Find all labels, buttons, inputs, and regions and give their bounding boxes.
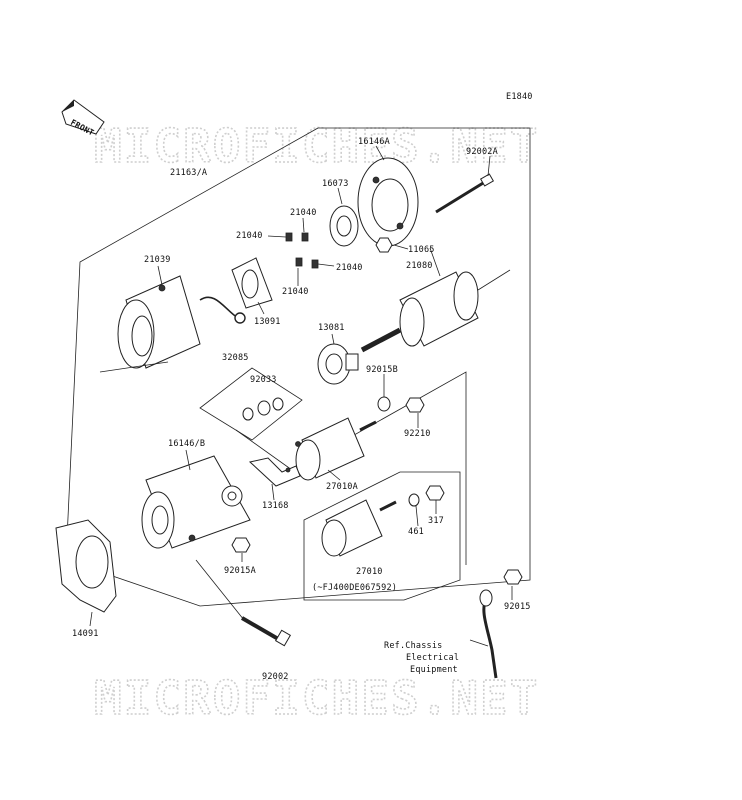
watermark-top: MICROFICHES.NET: [94, 119, 539, 173]
label-serial-range: (~FJ400DE067592): [312, 583, 397, 593]
lever-part: [248, 457, 301, 487]
label-21040-b: 21040: [236, 231, 263, 241]
label-11065: 11065: [408, 245, 435, 255]
label-13091: 13091: [254, 317, 281, 327]
diagram-code: E1840: [506, 92, 533, 102]
label-16073: 16073: [322, 179, 349, 189]
cable-part: [479, 589, 498, 679]
label-317: 317: [428, 516, 444, 526]
brush-plate-part: [329, 205, 359, 247]
label-21040-a: 21040: [290, 208, 317, 218]
brush-holder-part: [231, 257, 273, 309]
nut-part-92015a: [231, 537, 251, 553]
armature-part: [360, 269, 511, 353]
through-bolt-part: [435, 173, 495, 214]
watermark-bottom: MICROFICHES.NET: [94, 671, 539, 725]
pinion-part: [317, 343, 359, 385]
washer-kit-box: [199, 367, 303, 441]
bolt-part-92002: [240, 616, 292, 647]
gasket-plate-part: [55, 519, 117, 613]
washer-part-1: [257, 400, 271, 416]
label-92015: 92015: [504, 602, 531, 612]
label-14091: 14091: [72, 629, 99, 639]
ref-note-line-2: Electrical: [406, 653, 459, 663]
label-92210: 92210: [404, 429, 431, 439]
washer-part-3: [242, 407, 254, 421]
label-461: 461: [408, 527, 424, 537]
nut-part-92015b: [377, 396, 391, 412]
leader-lines: [89, 145, 513, 647]
label-16146a: 16146A: [358, 137, 390, 147]
brush-part-3: [295, 257, 303, 267]
assembly-boundary: [65, 127, 531, 607]
washer-part-2: [272, 397, 284, 411]
label-21040-c: 21040: [336, 263, 363, 273]
washer-part-461: [408, 493, 420, 507]
label-92002: 92002: [262, 672, 289, 682]
solenoid-part: [321, 499, 397, 557]
label-21080: 21080: [406, 261, 433, 271]
solenoid-a-part: [295, 417, 377, 481]
label-13168: 13168: [262, 501, 289, 511]
front-housing-part: [141, 455, 251, 549]
label-92015a: 92015A: [224, 566, 256, 576]
front-arrow-icon: FRONT: [61, 99, 105, 138]
label-92033: 92033: [250, 375, 277, 385]
rear-cover-part: [357, 157, 419, 247]
label-21040-d: 21040: [282, 287, 309, 297]
label-21163a: 21163/A: [170, 168, 207, 178]
nut-part-317: [425, 485, 445, 501]
ref-note-line-1: Ref.Chassis: [384, 641, 443, 651]
nut-part-92210: [405, 397, 425, 413]
ref-note-line-3: Equipment: [410, 665, 458, 675]
label-13081: 13081: [318, 323, 345, 333]
label-27010: 27010: [356, 567, 383, 577]
brush-part-1: [285, 232, 293, 242]
label-16146b: 16146/B: [168, 439, 205, 449]
nut-part-92015: [503, 569, 523, 585]
solenoid-a-box: [235, 371, 467, 565]
brush-part-2: [301, 232, 309, 242]
label-21039: 21039: [144, 255, 171, 265]
label-32085: 32085: [222, 353, 249, 363]
nut-part-11065: [375, 237, 393, 253]
solenoid-kit-box: [303, 471, 461, 601]
label-27010a: 27010A: [326, 482, 358, 492]
label-92015b: 92015B: [366, 365, 398, 375]
label-92002a: 92002A: [466, 147, 498, 157]
brush-part-4: [311, 259, 319, 269]
